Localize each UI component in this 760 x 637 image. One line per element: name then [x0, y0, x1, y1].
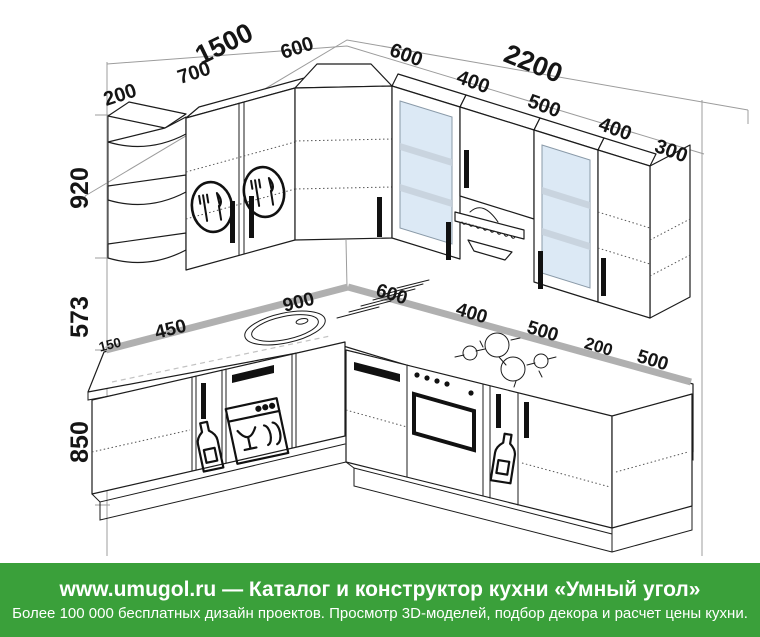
kitchen-drawing: 1500 2200 600 700 200 600 400 500 400 30… [66, 17, 749, 556]
dim-600-right: 600 [387, 39, 426, 71]
door-handle [377, 197, 382, 237]
site-tagline: Более 100 000 бесплатных дизайн проектов… [12, 605, 748, 622]
oven-icon [412, 372, 476, 453]
dim-150: 150 [97, 335, 122, 355]
hob-icon [454, 332, 557, 388]
door-handle [496, 394, 501, 428]
cooker-hood-icon [454, 207, 525, 261]
corner-open-shelf [107, 101, 187, 264]
glass-door-pane [541, 144, 591, 289]
footer-banner: www.umugol.ru — Каталог и конструктор ку… [0, 563, 760, 637]
dim-600-left: 600 [278, 33, 317, 64]
wall-cabinet-glass-500 [533, 117, 605, 303]
dim-700: 700 [175, 58, 214, 89]
base-cabinets-left [91, 341, 346, 495]
wall-cabinets-right [391, 73, 691, 319]
base-cabinets-right [345, 349, 693, 529]
bottle-icon [489, 432, 517, 485]
wall-cabinets-left [107, 63, 393, 288]
wall-cabinet-400-hood [454, 94, 541, 261]
door-handle [524, 402, 529, 438]
dim-573: 573 [66, 296, 94, 338]
door-handle [446, 222, 451, 260]
door-handle [538, 251, 543, 289]
site-title: www.umugol.ru — Каталог и конструктор ку… [59, 578, 701, 601]
door-handle [601, 258, 606, 296]
drawer-slot-handle [354, 362, 400, 382]
sink-icon [244, 310, 326, 346]
drainer-lines [336, 279, 430, 319]
glass-door-pane [399, 100, 453, 245]
backsplash-left [105, 283, 349, 354]
wall-cabinet-400-end [597, 137, 691, 319]
backsplash-right [347, 283, 692, 386]
plinth [91, 443, 693, 553]
door-handle [232, 365, 274, 383]
wall-cabinet-glass-600 [391, 73, 467, 260]
dimension-guides [84, 39, 749, 556]
door-handle [201, 383, 206, 419]
door-handle [230, 201, 235, 243]
wall-cabinet-corner [294, 63, 393, 288]
wall-cabinet-700 [185, 76, 309, 271]
bottle-icon [196, 420, 225, 473]
cutlery-logo-icon [242, 165, 286, 219]
dim-2200: 2200 [500, 38, 567, 88]
cutlery-logo-icon [190, 180, 234, 234]
door-handle [464, 150, 469, 188]
kitchen-drawing-area: 1500 2200 600 700 200 600 400 500 400 30… [66, 17, 749, 556]
door-handle [249, 196, 254, 238]
dim-920: 920 [66, 167, 94, 209]
dim-850: 850 [66, 421, 94, 463]
dishwasher-icon [224, 397, 290, 465]
